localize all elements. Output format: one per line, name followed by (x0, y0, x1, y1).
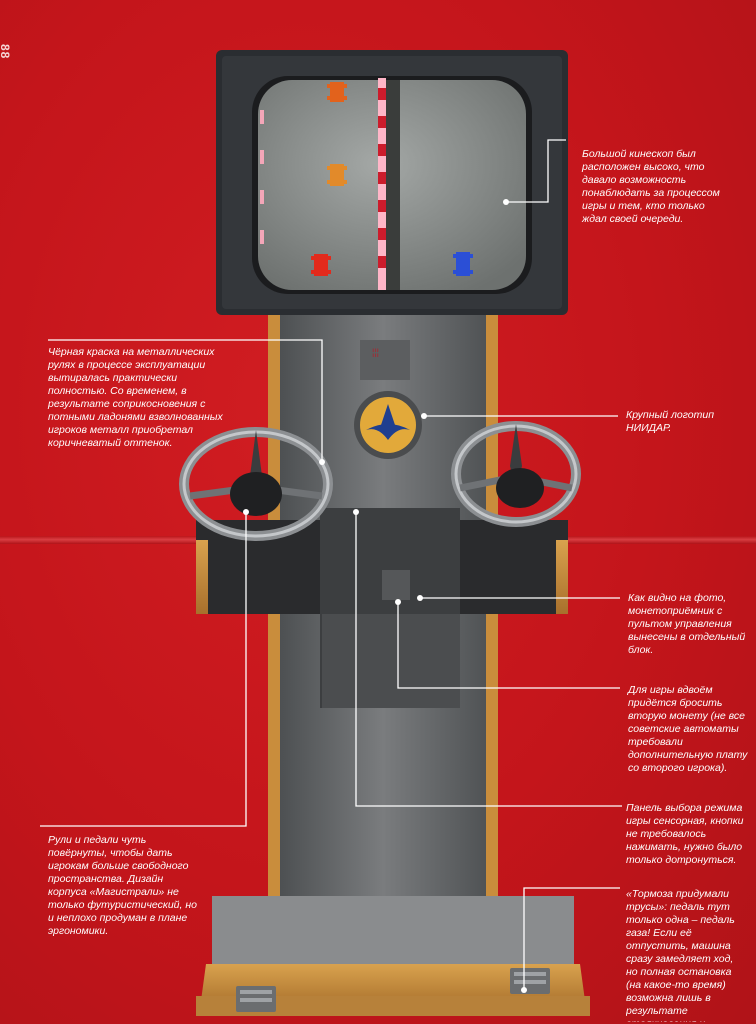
callout-line-crt (506, 139, 566, 203)
caption-coin-block: Как видно на фото, монетоприёмник с пуль… (628, 592, 746, 656)
caption-ergonomics: Рули и педали чуть повёрнуты, чтобы дать… (48, 834, 197, 937)
svg-text:¦¦¦: ¦¦¦ (372, 347, 379, 357)
blue-race-car-icon (453, 252, 473, 276)
right-gas-pedal-icon (510, 968, 550, 994)
callout-line-two-players (397, 602, 620, 689)
caption-two-players: Для игры вдвоём придётся бросить вторую … (628, 684, 748, 774)
left-steering-wheel (179, 427, 333, 541)
callout-line-paint (48, 339, 323, 462)
caption-crt: Большой кинескоп был расположен высоко, … (582, 148, 720, 225)
crt-screen (252, 76, 532, 294)
road-divider (378, 78, 400, 290)
callout-line-ergonomics (40, 512, 247, 827)
orange-race-car-icon (327, 164, 347, 186)
caption-brakes: «Тормоза придумали трусы»: педаль тут то… (626, 888, 735, 1022)
callout-lines (40, 139, 622, 990)
right-steering-wheel (451, 421, 581, 527)
control-panel-block (196, 508, 568, 708)
red-race-car-icon (311, 254, 331, 276)
left-gas-pedal-icon (236, 986, 276, 1012)
caption-logo: Крупный логотип НИИДАР. (626, 409, 714, 434)
road-edge-left (260, 110, 264, 244)
callout-dots (243, 199, 527, 993)
caption-paint-wear: Чёрная краска на металлических рулях в п… (48, 346, 223, 449)
callout-line-brakes (523, 887, 620, 990)
orange-race-car-icon (327, 82, 347, 102)
callout-line-touch-panel (355, 512, 622, 807)
caption-touch-panel: Панель выбора режима игры сенсорная, кно… (626, 802, 744, 866)
niidar-logo (354, 391, 422, 459)
